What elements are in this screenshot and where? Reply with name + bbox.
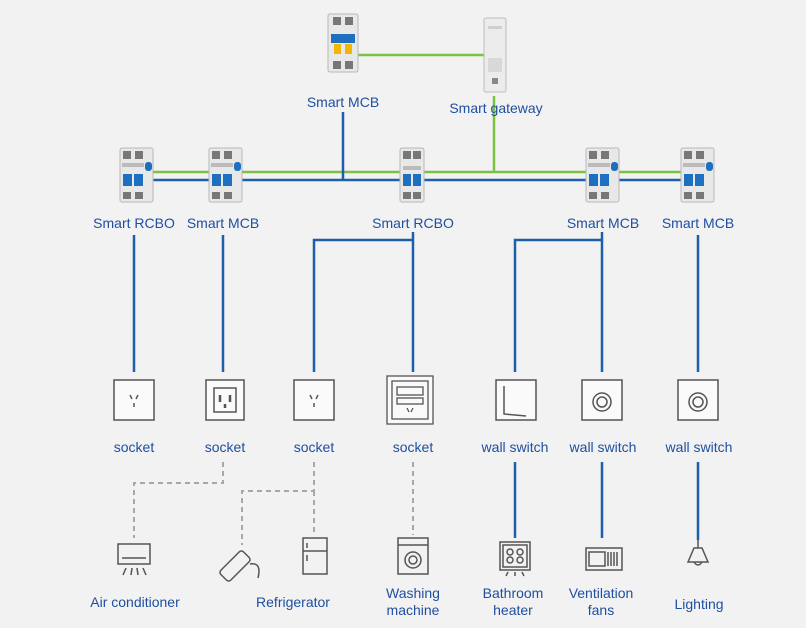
dimmer-switch-icon <box>677 379 719 421</box>
socket-icon <box>293 379 335 421</box>
outlet-label: socket <box>392 439 434 455</box>
top-mcb-label: Smart MCB <box>306 94 380 110</box>
outlet-label: socket <box>293 439 335 455</box>
outlet-label: wall switch <box>665 439 733 455</box>
breaker-label: Smart RCBO <box>372 215 454 231</box>
multi-socket-icon <box>386 375 434 425</box>
bathroom-heater-icon <box>499 541 531 577</box>
appliance-label: Air conditioner <box>90 594 180 610</box>
three-pin-socket-icon <box>205 379 245 421</box>
breaker-rcbo-2 <box>399 147 425 203</box>
extension-socket-icon <box>219 550 260 582</box>
washing-machine-icon <box>397 537 429 575</box>
breaker-mcb-3 <box>680 147 715 203</box>
air-conditioner-icon <box>117 543 151 576</box>
rocker-switch-icon <box>495 379 537 421</box>
top-mcb-device <box>327 13 359 73</box>
breaker-mcb-2 <box>585 147 620 203</box>
plug-connections <box>133 462 414 545</box>
gateway-label: Smart gateway <box>449 100 543 116</box>
appliance-label: Refrigerator <box>256 594 330 610</box>
socket-icon <box>113 379 155 421</box>
appliance-label: Lighting <box>674 596 724 612</box>
breaker-rcbo-1 <box>119 147 154 203</box>
refrigerator-icon <box>302 537 328 575</box>
breaker-label: Smart MCB <box>566 215 640 231</box>
dimmer-switch-icon <box>581 379 623 421</box>
ventilation-fan-icon <box>585 547 623 571</box>
lighting-icon <box>686 540 710 566</box>
gateway-device <box>483 17 507 93</box>
outlet-label: wall switch <box>481 439 549 455</box>
breaker-mcb-1 <box>208 147 243 203</box>
breaker-label: Smart RCBO <box>93 215 175 231</box>
outlet-label: socket <box>204 439 246 455</box>
outlet-label: socket <box>113 439 155 455</box>
breaker-label: Smart MCB <box>186 215 260 231</box>
breaker-label: Smart MCB <box>661 215 735 231</box>
outlet-label: wall switch <box>569 439 637 455</box>
